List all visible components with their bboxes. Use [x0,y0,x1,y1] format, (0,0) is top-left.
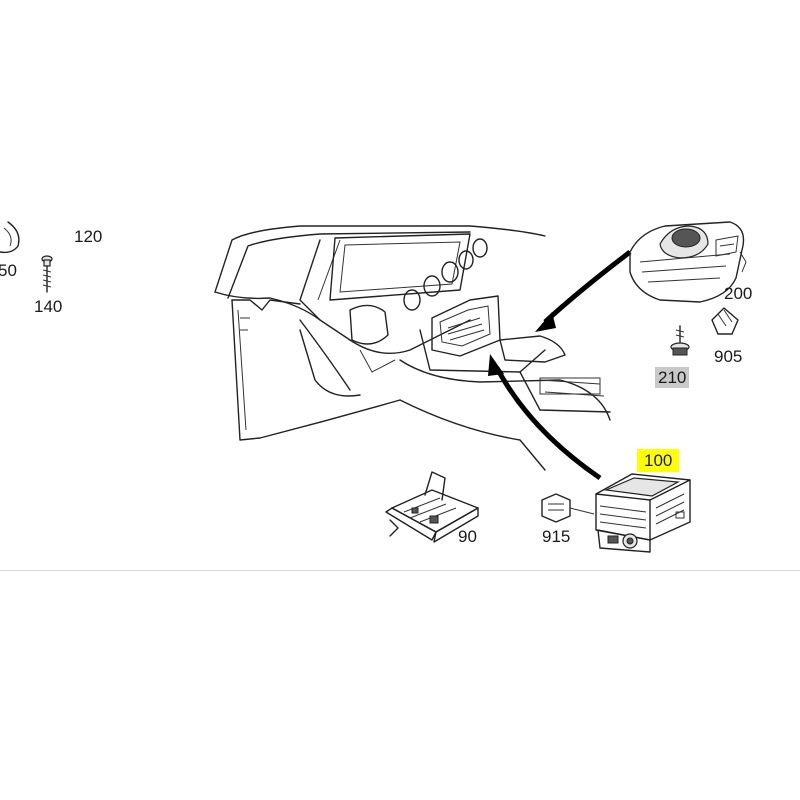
head-unit-100 [595,473,691,553]
dashboard-interior [214,225,611,471]
callout-140: 140 [34,297,63,316]
connector-915-icon [541,493,595,523]
control-unit-200 [629,221,747,303]
callout-90: 90 [458,527,477,546]
callout-50: 50 [0,261,17,280]
callout-905: 905 [714,347,743,366]
screw-210-icon [670,325,690,356]
bracket-90 [385,471,479,543]
screw-140-icon [41,255,53,293]
partial-part-120 [0,221,20,254]
arrow-200-to-console [535,250,632,332]
callout-120: 120 [74,227,103,246]
callout-100: 100 [637,449,680,472]
connector-905-icon [711,307,739,335]
callout-915: 915 [542,527,571,546]
callout-210: 210 [655,367,690,388]
arrow-100-to-console [488,354,602,481]
callout-200: 200 [724,284,753,303]
divider [0,570,800,571]
